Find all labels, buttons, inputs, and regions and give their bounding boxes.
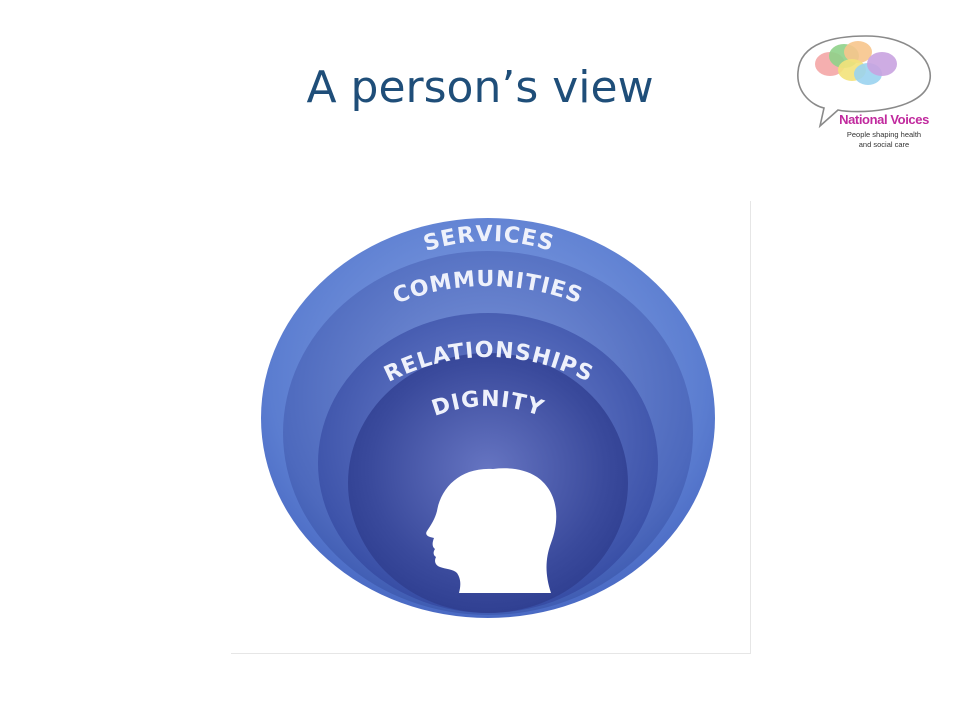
logo-tagline-line-1: People shaping health <box>846 130 922 139</box>
diagram-frame <box>231 201 751 654</box>
logo-tagline: People shaping health and social care <box>826 130 942 149</box>
logo-tagline-line-2: and social care <box>858 139 910 149</box>
logo-name: National Voices <box>839 112 929 127</box>
speech-bubbles-icon <box>797 35 931 129</box>
human-head-profile-icon <box>426 468 557 593</box>
person-view-diagram: SERVICES COMMUNITIES RELATIONSHIPS DIGNI… <box>261 218 715 618</box>
slide-title: A person’s view <box>306 62 654 113</box>
national-voices-logo <box>797 35 931 129</box>
